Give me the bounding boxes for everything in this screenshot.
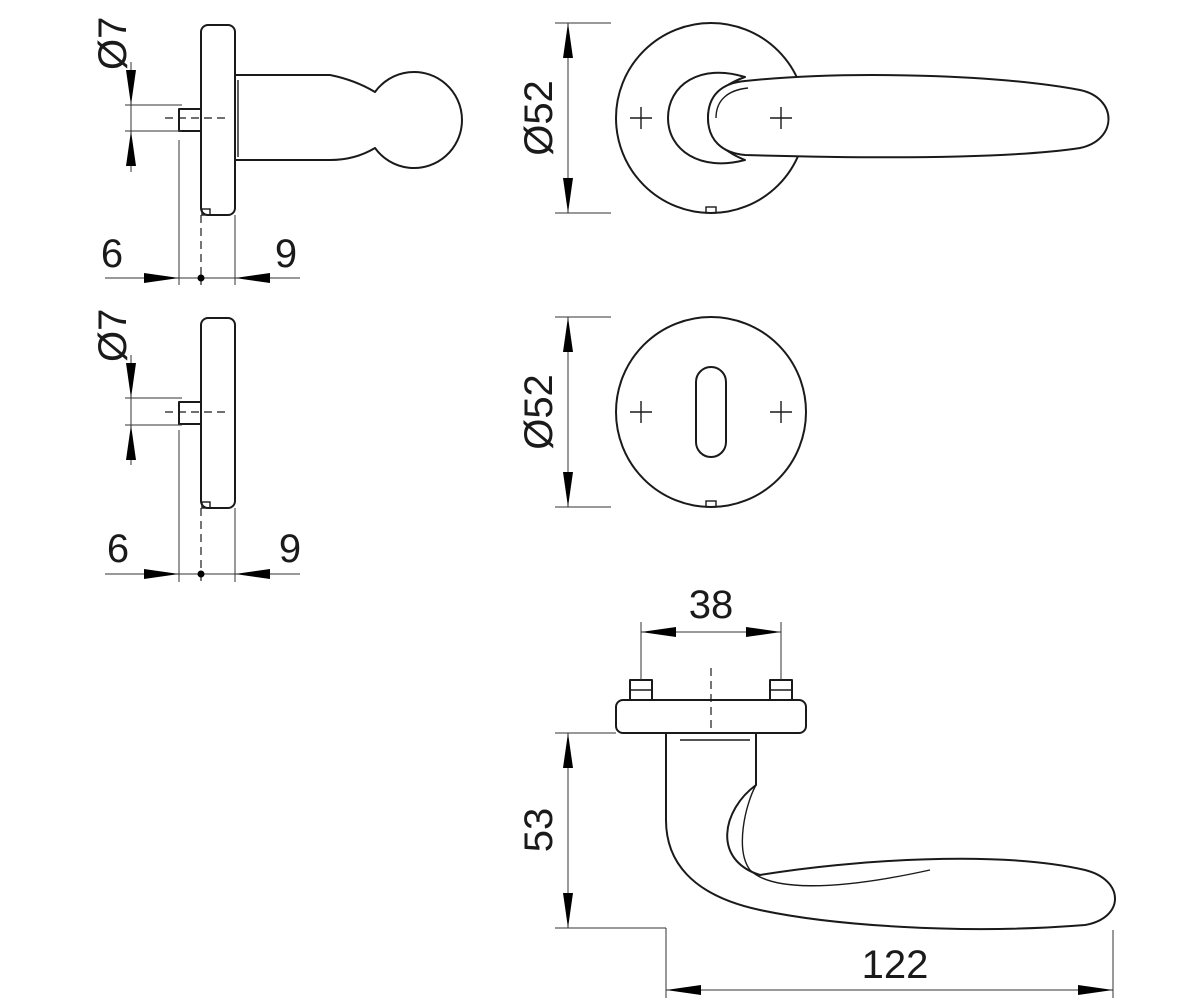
side-escutcheon-plate <box>200 317 236 509</box>
screw-mark-left <box>630 401 652 423</box>
escutcheon-diameter-label: Ø52 <box>517 374 561 450</box>
arrowhead <box>144 569 179 579</box>
front-lever-handle <box>707 74 1110 159</box>
top-rose-base <box>615 699 807 734</box>
arrowhead <box>563 893 573 928</box>
side-rose-plate <box>200 24 236 216</box>
offset-left-label: 6 <box>107 527 129 571</box>
arrowhead <box>144 273 179 283</box>
arrowhead <box>126 131 136 166</box>
arrowhead <box>235 273 270 283</box>
projection-dimension: 53 <box>517 732 666 929</box>
top-view-lever <box>615 668 1116 931</box>
projection-label: 53 <box>517 808 561 853</box>
arrowhead <box>126 363 136 398</box>
arrowhead <box>126 70 136 105</box>
screw-mark-right <box>770 401 792 423</box>
screw-spacing-label: 38 <box>689 583 734 627</box>
offset-left-label: 6 <box>101 232 123 276</box>
arrowhead <box>126 425 136 460</box>
side-escutcheon-clip <box>201 501 211 509</box>
top-lever-body <box>665 732 1116 931</box>
arrowhead <box>666 985 701 995</box>
center-point <box>197 570 205 578</box>
side-spindle-pin <box>178 401 202 425</box>
arrowhead <box>563 472 573 507</box>
side-rose-clip <box>201 208 211 216</box>
side-view-rose-lever <box>165 24 463 216</box>
screw-mark-left <box>630 107 652 129</box>
offset-dimension-1: 6 9 <box>101 140 300 285</box>
arrowhead <box>641 627 676 637</box>
side-lever-knob <box>234 71 463 169</box>
arrowhead <box>563 317 573 352</box>
keyhole-slot <box>695 366 727 458</box>
front-view-escutcheon <box>615 316 807 508</box>
arrowhead <box>563 178 573 213</box>
length-label: 122 <box>862 943 929 987</box>
side-view-escutcheon <box>165 317 236 509</box>
arrowhead <box>235 569 270 579</box>
offset-dimension-2: 6 9 <box>105 430 301 582</box>
arrowhead <box>746 627 781 637</box>
escutcheon-diameter-dimension: Ø52 <box>517 316 611 508</box>
screw-spacing-dimension: 38 <box>640 583 782 680</box>
arrowhead <box>563 733 573 768</box>
screw-mark-right <box>770 107 792 129</box>
length-dimension: 122 <box>665 928 1114 998</box>
pin-diameter-dimension-2: Ø7 <box>91 309 182 465</box>
offset-right-label: 9 <box>275 232 297 276</box>
pin-diameter-label: Ø7 <box>91 309 135 362</box>
top-lever-inner-curve <box>741 784 931 887</box>
side-spindle-pin <box>178 108 202 132</box>
front-lever-curl <box>715 87 749 119</box>
arrowhead <box>1078 985 1113 995</box>
rose-diameter-label: Ø52 <box>517 80 561 156</box>
pin-diameter-dimension-1: Ø7 <box>91 17 182 172</box>
pin-diameter-label: Ø7 <box>91 17 135 70</box>
front-rose-clip <box>705 206 717 214</box>
center-point <box>197 274 205 282</box>
front-escutcheon-clip <box>705 500 717 508</box>
front-view-rose-lever <box>615 22 1110 214</box>
offset-right-label: 9 <box>279 527 301 571</box>
arrowhead <box>563 23 573 58</box>
rose-diameter-dimension: Ø52 <box>517 22 611 214</box>
